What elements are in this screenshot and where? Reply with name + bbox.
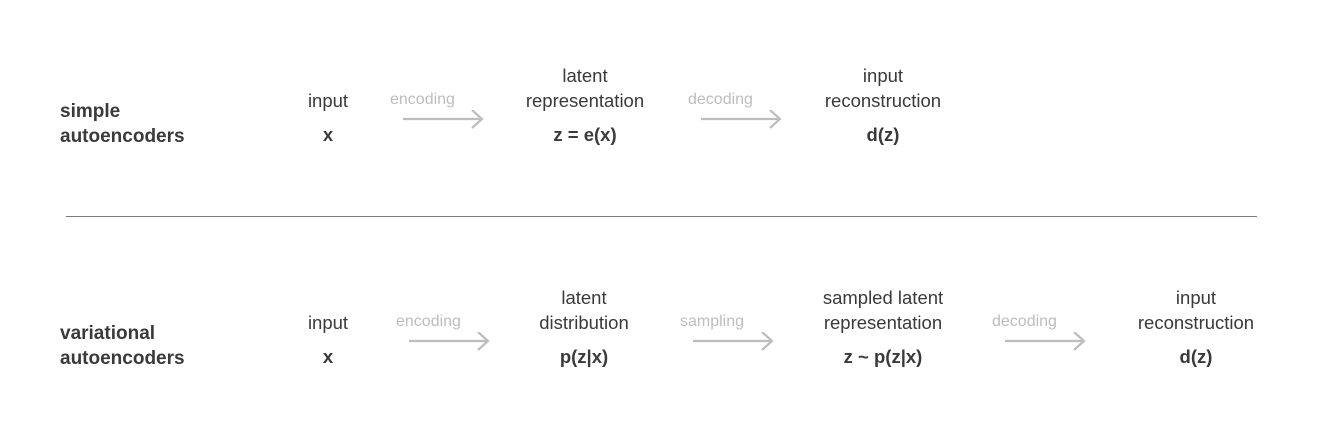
simple-latent-label-1: latent [562,65,608,86]
variational-input-label: input [307,312,349,333]
variational-sampled-latent-node: sampled latent representation z ~ p(z|x) [823,285,943,368]
variational-decoding-edge: decoding [992,312,1102,362]
right-arrow-icon [1005,332,1086,351]
variational-reconstruction-label-1: input [1175,287,1217,308]
simple-reconstruction-label-2: reconstruction [824,90,942,111]
variational-row-title-line-1: variational [60,323,156,344]
variational-latent-label-1: latent [561,287,607,308]
simple-latent-label-2: representation [525,90,645,111]
right-arrow-icon [403,110,484,129]
variational-input-node: input x [308,310,348,368]
simple-reconstruction-symbol: d(z) [866,124,900,145]
variational-reconstruction-node: input reconstruction d(z) [1138,285,1254,368]
simple-row-title-line-1: simple [60,101,121,122]
right-arrow-icon [409,332,490,351]
variational-sampled-symbol: z ~ p(z|x) [843,346,923,367]
right-arrow-icon [701,110,782,129]
right-arrow-icon [693,332,774,351]
variational-autoencoder-row: variational autoencoders input x encodin… [0,222,1320,436]
simple-input-node: input x [308,88,348,146]
simple-latent-node: latent representation z = e(x) [526,63,644,146]
variational-latent-symbol: p(z|x) [559,346,609,367]
simple-row-title: simple autoencoders [60,99,185,149]
variational-encoding-label: encoding [396,313,461,330]
simple-latent-symbol: z = e(x) [553,124,617,145]
simple-reconstruction-node: input reconstruction d(z) [825,63,941,146]
variational-row-title-line-2: autoencoders [60,348,185,369]
simple-encoding-edge: encoding [390,90,500,140]
variational-sampled-label-1: sampled latent [822,287,944,308]
variational-latent-distribution-node: latent distribution p(z|x) [539,285,628,368]
simple-decoding-label: decoding [688,91,753,108]
simple-encoding-label: encoding [390,91,455,108]
variational-decoding-label: decoding [992,313,1057,330]
simple-row-title-line-2: autoencoders [60,126,185,147]
simple-reconstruction-label-1: input [862,65,904,86]
variational-reconstruction-symbol: d(z) [1179,346,1213,367]
variational-sampled-label-2: representation [823,312,943,333]
section-divider [66,216,1257,217]
variational-input-symbol: x [322,346,334,367]
variational-encoding-edge: encoding [396,312,506,362]
simple-input-symbol: x [322,124,334,145]
variational-row-title: variational autoencoders [60,321,185,371]
variational-reconstruction-label-2: reconstruction [1137,312,1255,333]
variational-sampling-edge: sampling [680,312,790,362]
variational-latent-label-2: distribution [539,312,629,333]
simple-autoencoder-row: simple autoencoders input x encoding lat… [0,0,1320,210]
simple-decoding-edge: decoding [688,90,798,140]
variational-sampling-label: sampling [680,313,745,330]
simple-input-label: input [307,90,349,111]
